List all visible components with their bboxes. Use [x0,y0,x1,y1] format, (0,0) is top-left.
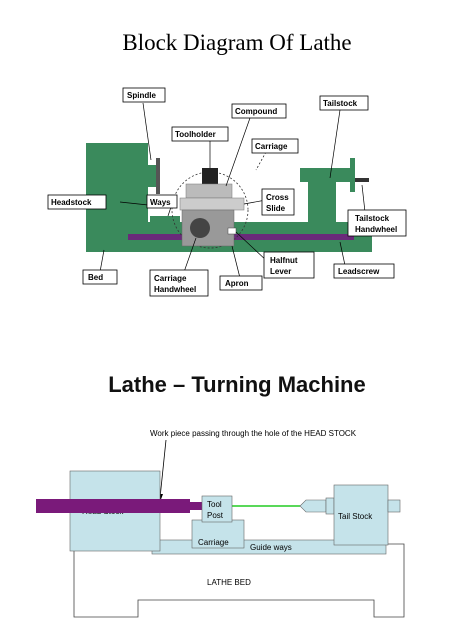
spindle-shape [148,165,156,187]
carriage-label: Carriage [255,142,288,151]
cross-slide-shape [179,197,245,211]
bottom-title: Lathe – Turning Machine [108,372,366,397]
lathe-bed-label: LATHE BED [207,578,251,587]
tail-stock-shape [333,484,389,546]
workpiece-tip-shape [190,502,202,510]
carriage-handwheel-label-line2: Handwheel [154,285,196,294]
carriage-handwheel-shape [190,218,210,238]
bed-label: Bed [88,273,103,282]
tail-stock-center-shape [299,499,327,513]
ways-shape [150,216,180,222]
compound-label: Compound [235,107,277,116]
tailstock-handwheel-shape [350,158,355,192]
carriage-highlight-circle [171,171,249,249]
spindle-chuck-shape [156,158,160,194]
toolholder-shape [202,168,218,186]
halfnut-shape [227,227,237,235]
compound-shape [185,183,233,199]
headstock-shape [86,143,148,223]
tail-stock-label: Tail Stock [338,512,373,521]
tailstock-label: Tailstock [323,99,358,108]
apron-label: Apron [225,279,249,288]
guide-ways-label: Guide ways [250,543,292,552]
tailstock-body-shape [308,180,336,222]
spindle-label: Spindle [127,91,156,100]
headstock-label: Headstock [51,198,92,207]
tail-stock-quill-shape [325,497,335,515]
tool-post-label-line2: Post [207,511,224,520]
cross-slide-label-line2: Slide [266,204,286,213]
tail-stock-handle-shape [387,499,401,513]
toolholder-label: Toolholder [175,130,216,139]
tailstock-handwheel-label-line1: Tailstock [355,214,390,223]
ways-label: Ways [150,198,171,207]
halfnut-lever-label-line2: Lever [270,267,291,276]
tailstock-quill-shape [300,168,350,182]
workpiece-annotation: Work piece passing through the hole of t… [150,429,357,438]
tailstock-handwheel-label-line2: Handwheel [355,225,397,234]
leadscrew-label: Leadscrew [338,267,380,276]
workpiece-shape [36,499,190,513]
tool-post-label-line1: Tool [207,500,222,509]
carriage-handwheel-label-line1: Carriage [154,274,187,283]
lathe-bed-shape [73,543,405,618]
cross-slide-label-line1: Cross [266,193,289,202]
halfnut-lever-label-line1: Halfnut [270,256,298,265]
tailstock-handle-shape [355,178,369,182]
carriage-label-bottom: Carriage [198,538,229,547]
tool-post-shape [201,495,233,523]
top-title: Block Diagram Of Lathe [122,30,352,55]
